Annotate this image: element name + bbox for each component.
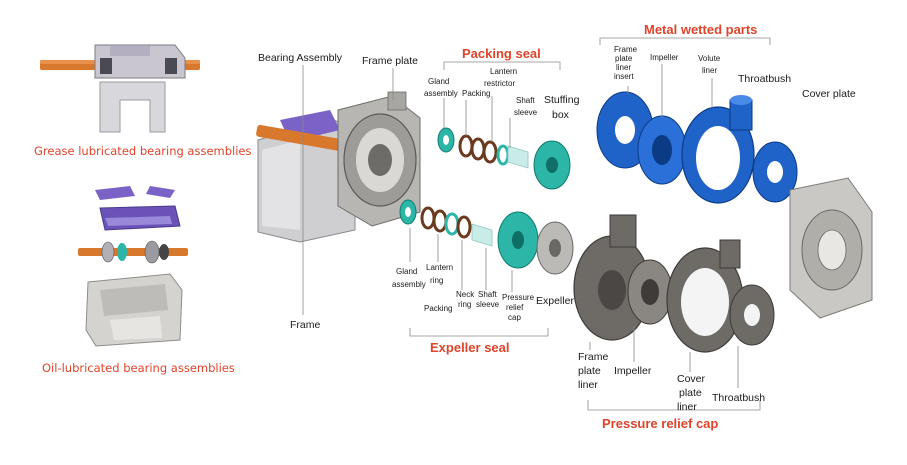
label-cover-plate-liner: Cover plate liner (677, 373, 708, 413)
label-lantern-ring: Lantern ring (426, 263, 455, 285)
label-volute-liner: Volute liner (698, 54, 722, 75)
group-title-pressure-relief-cap: Pressure relief cap (602, 416, 718, 431)
metal-wetted-parts-illustration (596, 91, 798, 204)
label-throatbush-bottom: Throatbush (712, 392, 765, 404)
group-title-packing-seal: Packing seal (462, 46, 541, 61)
grease-bearing-assembly-illustration (40, 44, 200, 133)
label-stuffing-box: Stuffing box (544, 94, 582, 121)
label-frame: Frame (290, 319, 320, 331)
expeller-seal-parts (399, 199, 574, 275)
label-packing-bottom: Packing (424, 304, 452, 313)
label-bearing-assembly: Bearing Assembly (258, 52, 343, 64)
label-shaft-sleeve-bottom: Shaft sleeve (476, 290, 500, 309)
group-title-metal-wetted-parts: Metal wetted parts (644, 22, 757, 37)
label-expeller: Expeller (536, 295, 574, 307)
label-frame-plate: Frame plate (362, 55, 418, 67)
label-pressure-relief-cap-small: Pressure relief cap (502, 293, 536, 322)
label-gland-assembly-bottom: Gland assembly (392, 267, 426, 289)
label-lantern-restrictor: Lantern restrictor (484, 67, 519, 88)
oil-bearing-assembly-illustration (78, 186, 188, 347)
pressure-relief-cap-illustration (573, 214, 775, 353)
grease-caption: Grease lubricated bearing assemblies (34, 144, 252, 158)
label-frame-plate-liner-insert: Frame plate liner insert (614, 45, 639, 81)
frame-plate-illustration (337, 91, 421, 227)
label-cover-plate: Cover plate (802, 88, 856, 100)
label-impeller-bottom: Impeller (614, 365, 652, 377)
label-neck-ring: Neck ring (456, 290, 476, 309)
cover-plate-illustration (789, 177, 873, 319)
label-shaft-sleeve-top: Shaft sleeve (514, 96, 538, 117)
label-packing-top: Packing (462, 89, 490, 98)
packing-seal-parts (437, 127, 571, 190)
label-gland-assembly-top: Gland assembly (424, 77, 458, 98)
label-impeller-top: Impeller (650, 53, 679, 62)
group-title-expeller-seal: Expeller seal (430, 340, 510, 355)
label-throatbush-top: Throatbush (738, 73, 791, 85)
frame-illustration (256, 110, 356, 243)
label-frame-plate-liner-bottom: Frame plate liner (578, 351, 611, 391)
leader-lines (302, 37, 771, 411)
oil-caption: Oil-lubricated bearing assemblies (42, 361, 235, 375)
